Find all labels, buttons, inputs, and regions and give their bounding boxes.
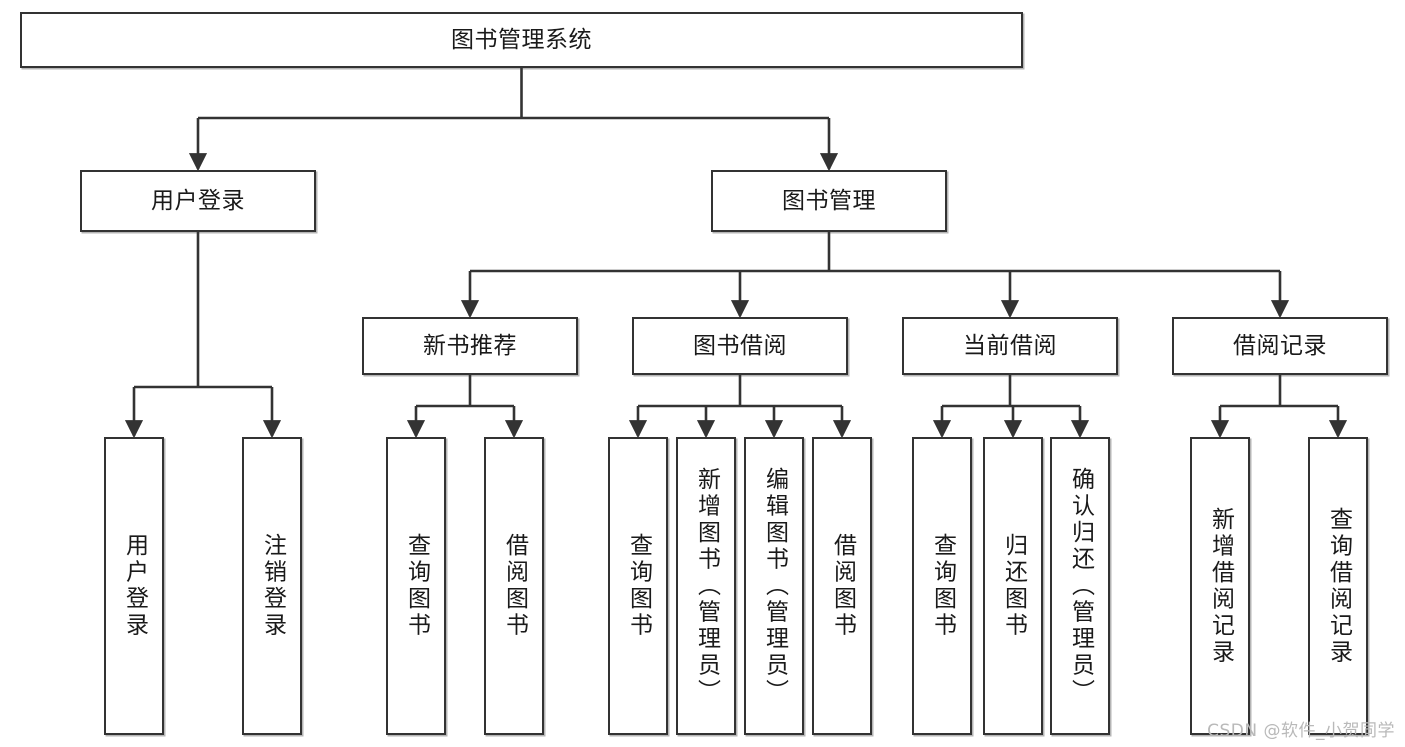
node-book-borrow[interactable]: 图书借阅: [632, 317, 848, 375]
node-user-login[interactable]: 用户登录: [80, 170, 316, 232]
node-label-leaf-rec-query: 查询图书: [403, 533, 430, 639]
node-leaf-cb-query[interactable]: 查询图书: [912, 437, 972, 735]
node-label-leaf-bb-edit: 编辑图书（管理员）: [761, 466, 788, 706]
node-leaf-rec-query[interactable]: 查询图书: [386, 437, 446, 735]
node-label-user-login: 用户登录: [151, 187, 245, 214]
node-label-leaf-bb-query: 查询图书: [625, 533, 652, 639]
node-book-manage[interactable]: 图书管理: [711, 170, 947, 232]
node-leaf-bb-borrow[interactable]: 借阅图书: [812, 437, 872, 735]
watermark-label: CSDN @软件_小贺同学: [1207, 721, 1395, 741]
node-label-current-borrow: 当前借阅: [963, 332, 1057, 359]
node-leaf-bb-add[interactable]: 新增图书（管理员）: [676, 437, 736, 735]
node-leaf-br-query[interactable]: 查询借阅记录: [1308, 437, 1368, 735]
node-leaf-user-login[interactable]: 用户登录: [104, 437, 164, 735]
node-label-leaf-bb-add: 新增图书（管理员）: [693, 466, 720, 706]
node-leaf-br-add[interactable]: 新增借阅记录: [1190, 437, 1250, 735]
node-leaf-bb-edit[interactable]: 编辑图书（管理员）: [744, 437, 804, 735]
node-label-root: 图书管理系统: [451, 26, 592, 53]
node-label-leaf-user-logout: 注销登录: [259, 533, 286, 639]
node-label-leaf-user-login: 用户登录: [121, 533, 148, 639]
node-label-leaf-cb-return: 归还图书: [1000, 533, 1027, 639]
node-leaf-user-logout[interactable]: 注销登录: [242, 437, 302, 735]
node-label-leaf-rec-borrow: 借阅图书: [501, 533, 528, 639]
node-label-leaf-cb-confirm: 确认归还（管理员）: [1067, 466, 1094, 706]
node-label-leaf-br-query: 查询借阅记录: [1325, 506, 1352, 666]
node-label-new-book-rec: 新书推荐: [423, 332, 517, 359]
node-label-leaf-bb-borrow: 借阅图书: [829, 533, 856, 639]
node-leaf-cb-return[interactable]: 归还图书: [983, 437, 1043, 735]
node-label-leaf-cb-query: 查询图书: [929, 533, 956, 639]
node-leaf-cb-confirm[interactable]: 确认归还（管理员）: [1050, 437, 1110, 735]
node-label-book-manage: 图书管理: [782, 187, 876, 214]
node-borrow-records[interactable]: 借阅记录: [1172, 317, 1388, 375]
node-leaf-bb-query[interactable]: 查询图书: [608, 437, 668, 735]
node-new-book-rec[interactable]: 新书推荐: [362, 317, 578, 375]
node-leaf-rec-borrow[interactable]: 借阅图书: [484, 437, 544, 735]
node-label-book-borrow: 图书借阅: [693, 332, 787, 359]
node-root[interactable]: 图书管理系统: [20, 12, 1023, 68]
node-current-borrow[interactable]: 当前借阅: [902, 317, 1118, 375]
node-label-leaf-br-add: 新增借阅记录: [1207, 506, 1234, 666]
node-label-borrow-records: 借阅记录: [1233, 332, 1327, 359]
